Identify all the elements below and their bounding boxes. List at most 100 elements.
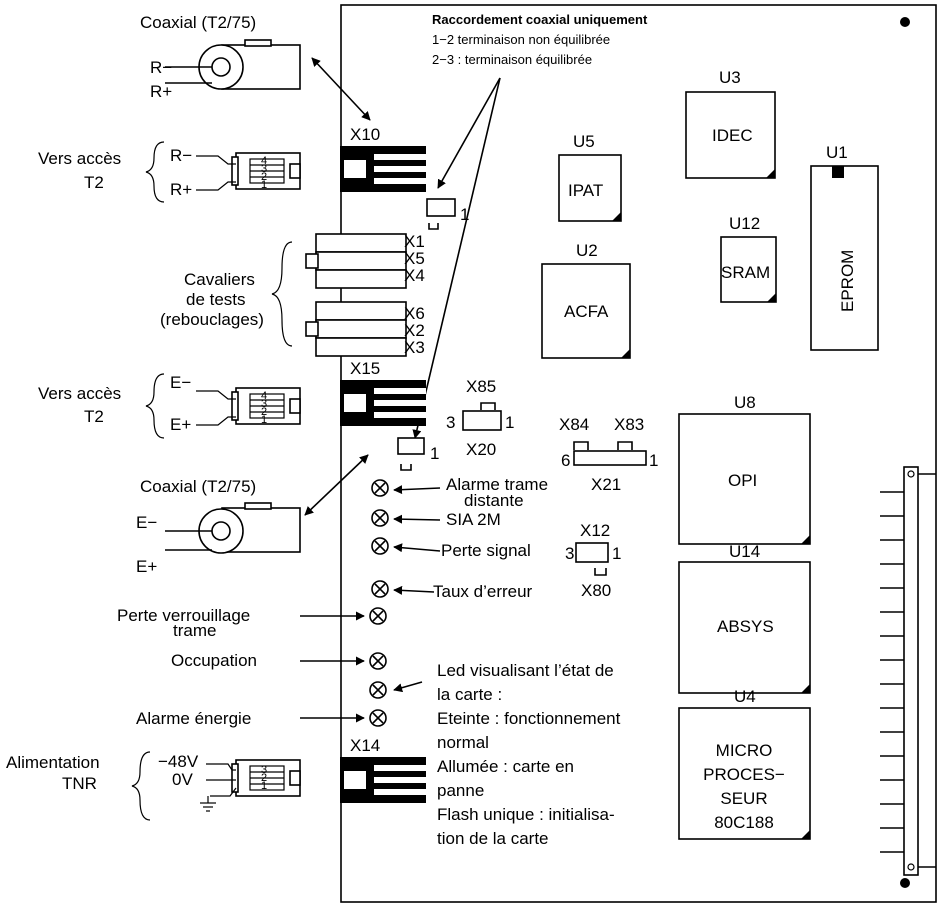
jumper-x15 [397, 437, 425, 455]
jumper-x21 [573, 450, 647, 466]
brace [131, 751, 151, 821]
coax-top-minus: R− [150, 58, 172, 77]
coax-bottom-label: Coaxial (T2/75) [140, 477, 256, 496]
note-arrow [412, 77, 501, 439]
vers-acces-2b: T2 [84, 407, 104, 426]
svg-text:ACFA: ACFA [564, 302, 609, 321]
svg-text:4: 4 [261, 155, 267, 167]
alimentation-1: Alimentation [6, 753, 100, 772]
led-alarme-trame [371, 479, 389, 497]
svg-text:U2: U2 [576, 241, 598, 260]
sia-label: SIA 2M [446, 510, 501, 529]
svg-text:X21: X21 [591, 475, 621, 494]
alimentation-2: TNR [62, 774, 97, 793]
svg-text:X84: X84 [559, 415, 589, 434]
svg-text:X3: X3 [404, 338, 425, 357]
perte-verrouillage-2: trame [173, 621, 216, 640]
x10-label: X10 [350, 125, 380, 144]
svg-text:X83: X83 [614, 415, 644, 434]
edge-connector [880, 466, 936, 876]
cavaliers-1: Cavaliers [184, 270, 255, 289]
chip-u4-name: MICRO PROCES− SEUR 80C188 [703, 741, 785, 832]
coax-connector-bottom [165, 502, 301, 554]
svg-text:X4: X4 [404, 266, 425, 285]
r-minus-label: R− [170, 146, 192, 165]
coax-top-label: Coaxial (T2/75) [140, 13, 256, 32]
coax-bottom-plus: E+ [136, 557, 157, 576]
note-title: Raccordement coaxial uniquement [432, 12, 648, 27]
led-perte-verrouillage [369, 607, 387, 625]
svg-text:SRAM: SRAM [721, 263, 770, 282]
chip-u1-name: EPROM [838, 250, 857, 312]
v48-label: −48V [158, 752, 199, 771]
led-etat-carte [369, 681, 387, 699]
vers-acces-1a: Vers accès [38, 149, 121, 168]
chip-u8 [678, 413, 811, 545]
x15-label: X15 [350, 359, 380, 378]
svg-text:2: 2 [261, 171, 267, 183]
led-sia [371, 509, 389, 527]
coax-top-arrow [311, 57, 371, 121]
r-plus-label: R+ [170, 180, 192, 199]
svg-text:1: 1 [612, 544, 621, 563]
svg-text:3: 3 [261, 163, 267, 175]
jumper-x20 [462, 410, 502, 431]
svg-text:IDEC: IDEC [712, 126, 753, 145]
v0-label: 0V [172, 770, 193, 789]
led-taux-erreur [371, 580, 389, 598]
svg-text:U5: U5 [573, 132, 595, 151]
svg-text:U3: U3 [719, 68, 741, 87]
svg-text:2: 2 [261, 772, 267, 784]
svg-text:4: 4 [261, 390, 267, 402]
x15-connector [340, 380, 426, 426]
e-plus-label: E+ [170, 415, 191, 434]
chip-u4-name-line: PROCES− [703, 765, 785, 784]
x14-label: X14 [350, 736, 380, 755]
coax-bottom-arrow [304, 454, 369, 516]
vers-acces-1b: T2 [84, 173, 104, 192]
svg-text:X2: X2 [404, 321, 425, 340]
vers-acces-jack-1: 4 3 2 1 [231, 152, 301, 191]
mounting-hole-icon [900, 878, 910, 888]
svg-text:1: 1 [460, 205, 469, 224]
svg-text:X5: X5 [404, 249, 425, 268]
occupation-label: Occupation [171, 651, 257, 670]
svg-text:3: 3 [446, 413, 455, 432]
alimentation-jack: 3 2 1 [231, 759, 301, 797]
svg-text:X1: X1 [404, 232, 425, 251]
svg-text:OPI: OPI [728, 471, 757, 490]
brace [145, 141, 165, 203]
led-description-line: Eteinte : fonctionnement [437, 709, 621, 728]
svg-text:1: 1 [261, 414, 267, 426]
chip-u4-name-line: SEUR [720, 789, 767, 808]
chip-u4-name-line: MICRO [716, 741, 773, 760]
taux-erreur-label: Taux d’erreur [433, 582, 533, 601]
cavaliers-2: de tests [186, 290, 246, 309]
svg-text:1: 1 [261, 780, 267, 792]
svg-text:U4: U4 [734, 687, 756, 706]
svg-text:1: 1 [261, 179, 267, 191]
e-minus-label: E− [170, 373, 191, 392]
perte-verrouillage-1: Perte verrouillage [117, 606, 250, 625]
perte-signal-label: Perte signal [441, 541, 531, 560]
led-alarme-energie [369, 709, 387, 727]
svg-text:X20: X20 [466, 440, 496, 459]
alarme-energie-label: Alarme énergie [136, 709, 251, 728]
chip-u2 [541, 263, 631, 359]
led-description-line: normal [437, 733, 489, 752]
svg-text:1: 1 [505, 413, 514, 432]
chip-u4-name-line: 80C188 [714, 813, 774, 832]
coax-bottom-minus: E− [136, 513, 157, 532]
cavaliers-top [305, 233, 407, 289]
svg-text:6: 6 [561, 451, 570, 470]
coax-top-plus: R+ [150, 82, 172, 101]
chip-u1 [810, 165, 879, 351]
x14-connector [340, 757, 426, 803]
ground-icon [200, 796, 216, 812]
svg-text:3: 3 [261, 764, 267, 776]
jumper-x10 [426, 198, 456, 217]
vers-acces-jack-2: 4 3 2 1 [231, 387, 301, 426]
alarme-trame-1: Alarme trame [446, 475, 548, 494]
